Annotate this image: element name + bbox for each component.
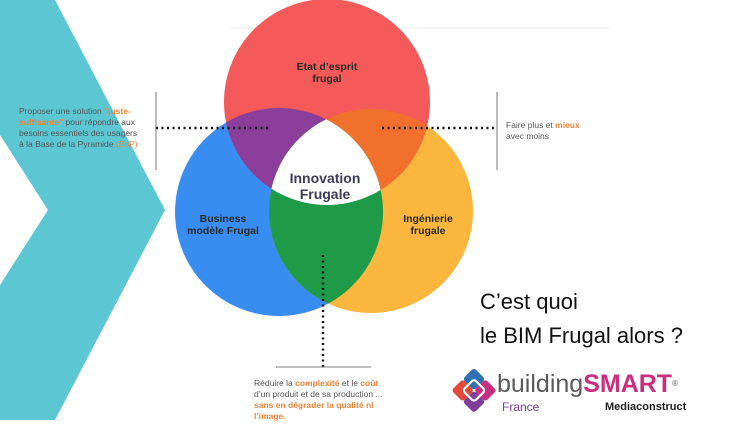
logo-brand-light: building: [497, 370, 584, 398]
bottom-note-highlight: complexité: [295, 378, 340, 388]
logo-country: France: [502, 400, 540, 414]
center-label: Innovation Frugale: [275, 170, 375, 202]
buildingsmart-logo: buildingSMART® France Mediaconstruct: [497, 369, 737, 429]
left-note-highlight: (BoP): [115, 139, 138, 149]
center-label-line1: Innovation: [289, 170, 361, 186]
bottom-note-highlight: sans en dégrader la qualité ni: [254, 400, 374, 410]
buildingsmart-logo-mark: [452, 369, 496, 412]
logo-brand-bold: SMART: [583, 370, 673, 398]
left-note-text: Proposer une solution: [19, 106, 105, 116]
left-note-highlight: suffisante": [19, 117, 64, 127]
bottom-note-text: d’un produit et de sa production ...: [254, 389, 383, 399]
bottom-note-highlight: coût: [360, 378, 379, 388]
bottom-note-highlight: l’image.: [254, 411, 286, 421]
right-circle-label-line2: frugale: [410, 225, 446, 237]
logo-partner: Mediaconstruct: [605, 401, 687, 413]
logo-registered-mark: ®: [672, 379, 678, 388]
top-circle-label-line1: Etat d’esprit: [296, 61, 358, 73]
center-label-line2: Frugale: [299, 186, 351, 202]
left-note-text: pour répondre aux: [63, 117, 136, 127]
top-circle-label-line2: frugal: [312, 73, 342, 85]
right-note: Faire plus et mieux avec moins: [506, 120, 616, 142]
left-note: Proposer une solution "juste- suffisante…: [19, 106, 159, 150]
left-circle-label-line2: modèle Frugal: [187, 225, 259, 237]
right-note-highlight: mieux: [555, 120, 580, 130]
left-circle-label-line1: Business: [199, 213, 247, 225]
left-note-text: à la Base de la Pyramide: [19, 139, 116, 149]
right-note-text: avec moins: [506, 131, 549, 141]
teal-chevron-shape: [0, 0, 165, 420]
left-circle-label: Business modèle Frugal: [178, 213, 268, 237]
bottom-note: Réduire la complexité et le coût d’un pr…: [254, 378, 434, 422]
left-note-highlight: "juste-: [104, 106, 131, 116]
headline: C’est quoi le BIM Frugal alors ?: [480, 285, 740, 353]
headline-line1: C’est quoi: [480, 289, 578, 314]
right-circle-label-line1: Ingénierie: [403, 213, 453, 225]
right-note-text: Faire plus et: [506, 120, 556, 130]
bottom-note-text: Réduire la: [254, 378, 296, 388]
top-circle-label: Etat d’esprit frugal: [277, 61, 377, 85]
left-note-text: besoins essentiels des usagers: [19, 128, 138, 138]
headline-line2: le BIM Frugal alors ?: [480, 323, 683, 348]
bottom-note-text: et le: [339, 378, 361, 388]
right-circle-label: Ingénierie frugale: [383, 213, 473, 237]
